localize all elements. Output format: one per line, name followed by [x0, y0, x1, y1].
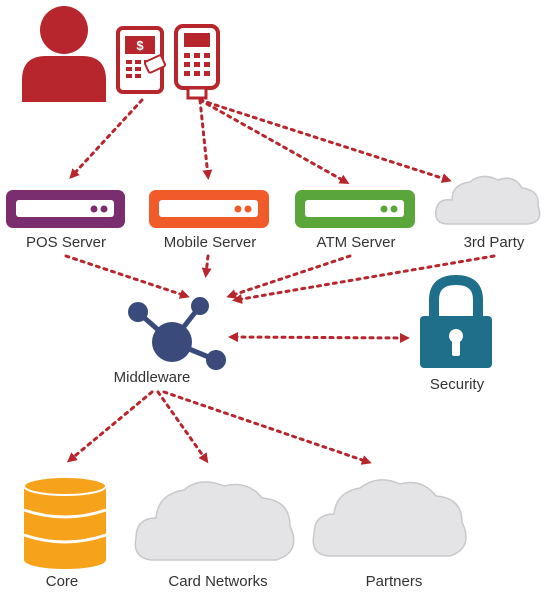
arrow-pos-to-middleware [64, 254, 190, 299]
security-label: Security [430, 376, 485, 393]
partners-label: Partners [366, 573, 423, 590]
arrow-third-party-to-middleware [232, 254, 496, 304]
third-party-cloud-icon [435, 175, 541, 225]
arrow-middleware-to-core [66, 390, 154, 463]
svg-text:$: $ [136, 38, 144, 53]
core-database-icon [23, 476, 107, 569]
card-networks-cloud-icon [134, 481, 295, 561]
arrow-to-mobile-server [198, 98, 213, 180]
arrows-devices-to-servers [69, 98, 452, 184]
customer-icon [22, 6, 106, 102]
atm-server-icon [295, 190, 415, 228]
pos-server-icon [6, 190, 125, 228]
arrow-atm-to-middleware [226, 254, 352, 299]
arrow-to-atm-server [198, 98, 350, 184]
arrow-middleware-to-card-networks [156, 390, 209, 464]
partners-cloud-icon [312, 479, 467, 557]
card-networks-label: Card Networks [168, 573, 267, 590]
pos-server-label: POS Server [26, 234, 106, 251]
arrow-middleware-to-partners [162, 390, 372, 465]
arrows-servers-to-middleware [64, 254, 496, 304]
mobile-server-label: Mobile Server [164, 234, 257, 251]
pos-terminal-icon: $ [116, 26, 167, 94]
core-label: Core [46, 573, 79, 590]
atm-server-label: ATM Server [317, 234, 396, 251]
arrow-middleware-security [228, 332, 410, 343]
middleware-label: Middleware [114, 369, 191, 386]
security-lock-icon [420, 274, 492, 368]
arrow-to-pos-server [69, 98, 144, 179]
arrow-to-third-party [198, 98, 452, 183]
mobile-server-icon [149, 190, 269, 228]
middleware-hub-icon [128, 297, 226, 370]
arrow-mobile-to-middleware [201, 254, 212, 278]
third-party-label: 3rd Party [464, 234, 525, 251]
arrows-middleware-to-bottom [66, 390, 372, 465]
card-reader-icon [174, 24, 220, 100]
